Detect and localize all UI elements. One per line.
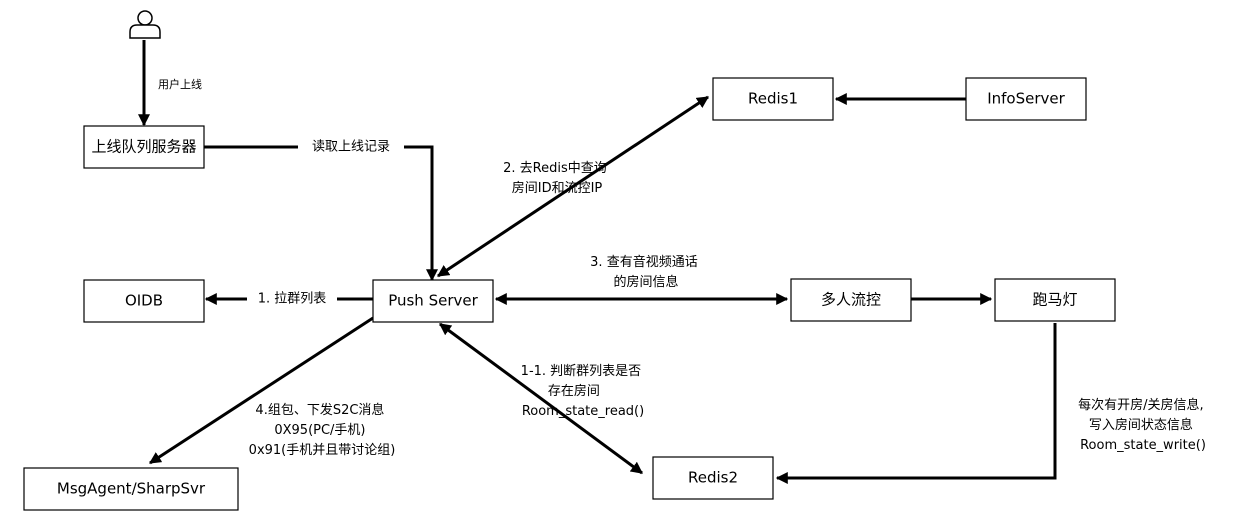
edge-label-judge-room-line1: 1-1. 判断群列表是否 (521, 364, 642, 379)
edge-label-query-av-room-line1: 3. 查有音视频通话 (590, 254, 698, 270)
node-oidb-label: OIDB (125, 292, 163, 310)
edge-label-send-s2c: 4.组包、下发S2C消息 0X95(PC/手机) 0x91(手机并且带讨论组) (249, 402, 396, 458)
edge-label-write-room-state-line1: 每次有开房/关房信息, (1078, 397, 1204, 413)
edge-label-judge-room: 1-1. 判断群列表是否 存在房间 Room_state_read() (521, 364, 646, 419)
edge-write-room-state (775, 323, 1057, 484)
node-push-server[interactable]: Push Server (372, 279, 494, 323)
edge-read-online-record (204, 145, 438, 282)
edge-label-query-av-room-line2: 的房间信息 (613, 274, 678, 290)
node-msgagent-label: MsgAgent/SharpSvr (57, 480, 206, 498)
edge-label-write-room-state: 每次有开房/关房信息, 写入房间状态信息 Room_state_write() (1078, 397, 1208, 453)
node-redis1-label: Redis1 (748, 90, 798, 108)
edge-send-s2c (148, 316, 374, 465)
node-marquee-label: 跑马灯 (1032, 291, 1077, 309)
user-icon (129, 10, 161, 39)
edge-label-user-online: 用户上线 (158, 77, 202, 91)
node-push-server-label: Push Server (388, 292, 478, 310)
node-infoserver-label: InfoServer (987, 90, 1065, 108)
edge-label-query-av-room: 3. 查有音视频通话 的房间信息 (590, 254, 702, 290)
node-online-queue[interactable]: 上线队列服务器 (83, 125, 205, 169)
node-oidb[interactable]: OIDB (83, 279, 205, 323)
edge-label-query-redis-line1: 2. 去Redis中查询 (503, 161, 607, 176)
node-msgagent[interactable]: MsgAgent/SharpSvr (23, 467, 239, 511)
edge-label-judge-room-line3: Room_state_read() (522, 404, 644, 419)
edge-label-write-room-state-line3: Room_state_write() (1080, 438, 1206, 453)
edge-label-judge-room-line2: 存在房间 (548, 383, 600, 399)
node-multi-flow[interactable]: 多人流控 (790, 278, 912, 322)
edge-label-write-room-state-line2: 写入房间状态信息 (1089, 417, 1193, 433)
edge-label-query-redis: 2. 去Redis中查询 房间ID和流控IP (503, 161, 611, 196)
edge-query-redis (436, 95, 710, 278)
edge-label-send-s2c-line3: 0x91(手机并且带讨论组) (249, 443, 396, 458)
edge-label-read-online-record: 读取上线记录 (312, 140, 390, 155)
node-redis2-label: Redis2 (688, 469, 738, 487)
edge-judge-room (439, 322, 643, 475)
edge-label-pull-group-list: 1. 拉群列表 (258, 292, 327, 307)
node-marquee[interactable]: 跑马灯 (994, 278, 1116, 322)
node-multi-flow-label: 多人流控 (821, 291, 881, 309)
edge-label-send-s2c-line1: 4.组包、下发S2C消息 (255, 402, 384, 418)
edge-label-query-redis-line2: 房间ID和流控IP (512, 180, 603, 196)
edge-label-send-s2c-line2: 0X95(PC/手机) (274, 423, 365, 438)
node-infoserver[interactable]: InfoServer (965, 77, 1087, 121)
node-redis1[interactable]: Redis1 (712, 77, 834, 121)
node-redis2[interactable]: Redis2 (652, 456, 774, 500)
node-online-queue-label: 上线队列服务器 (91, 138, 196, 156)
